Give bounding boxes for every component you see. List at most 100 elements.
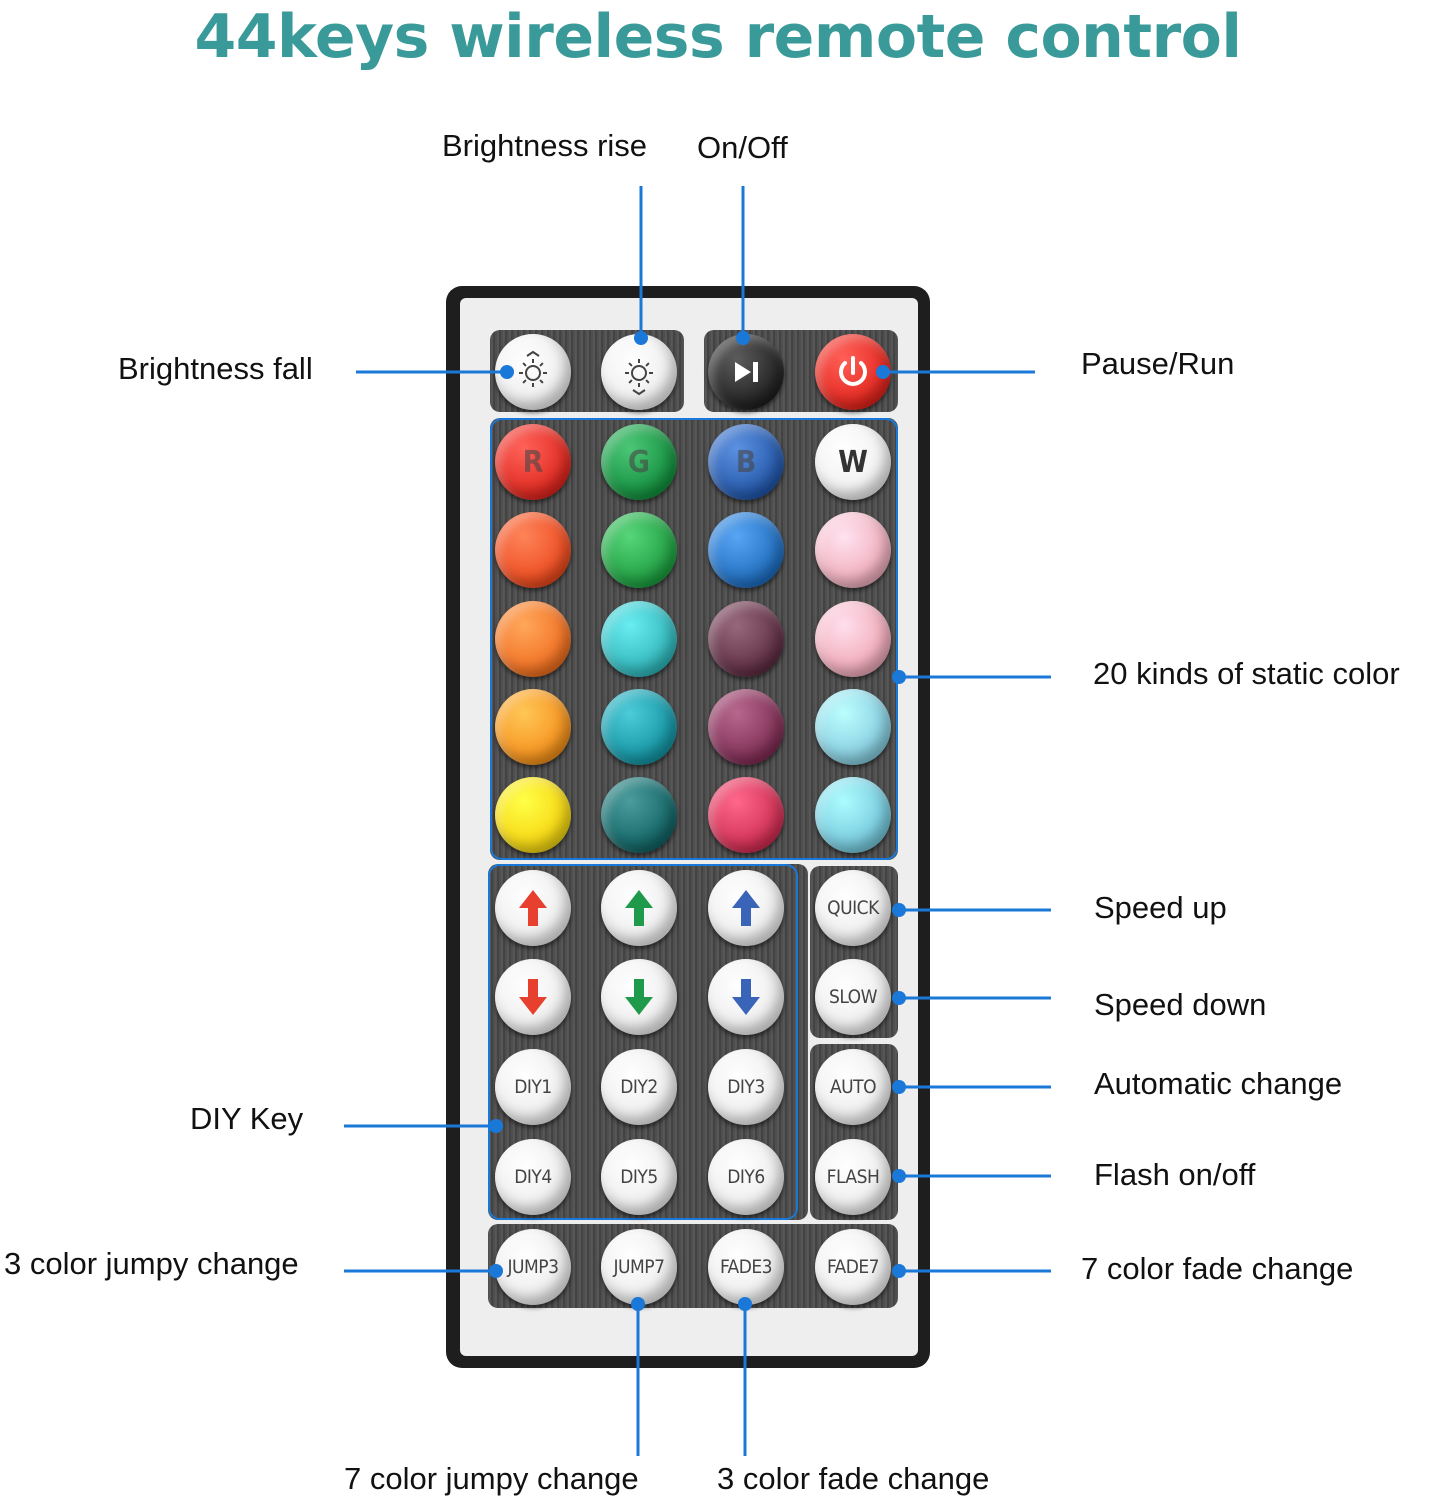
callout-fade3: 3 color fade change	[717, 1461, 990, 1496]
callout-on-off: On/Off	[697, 130, 788, 165]
color-button[interactable]: G	[601, 424, 677, 500]
arrow-up-icon	[509, 884, 557, 932]
color-button[interactable]	[601, 512, 677, 588]
static-color-outline	[490, 418, 898, 860]
leader-dot-jump7	[631, 1297, 645, 1311]
red-down-button[interactable]	[495, 959, 571, 1035]
sun-up-icon	[615, 348, 663, 396]
fade3-button[interactable]: FADE3	[708, 1229, 784, 1305]
blue-down-button[interactable]	[708, 959, 784, 1035]
button-label: DIY5	[620, 1166, 658, 1188]
leader-dot-automatic-change	[892, 1080, 906, 1094]
diy-button[interactable]: DIY5	[601, 1139, 677, 1215]
arrow-down-icon	[615, 973, 663, 1021]
button-label: AUTO	[829, 1076, 877, 1098]
leader-dot-fade7	[892, 1264, 906, 1278]
page-title: 44keys wireless remote control	[194, 2, 1242, 72]
brightness-up-button[interactable]	[601, 334, 677, 410]
leader-dot-speed-down	[892, 991, 906, 1005]
callout-speed-down: Speed down	[1094, 987, 1267, 1022]
callout-speed-up: Speed up	[1094, 890, 1227, 925]
red-up-button[interactable]	[495, 870, 571, 946]
jump3-button[interactable]: JUMP3	[495, 1229, 571, 1305]
diy-button[interactable]: DIY1	[495, 1049, 571, 1125]
color-button[interactable]: B	[708, 424, 784, 500]
color-button[interactable]	[815, 689, 891, 765]
color-button[interactable]	[601, 777, 677, 853]
color-button[interactable]: R	[495, 424, 571, 500]
callout-automatic-change: Automatic change	[1094, 1066, 1343, 1101]
sun-down-icon	[509, 348, 557, 396]
slow-button[interactable]: SLOW	[815, 959, 891, 1035]
button-label: SLOW	[828, 986, 878, 1008]
color-button[interactable]	[708, 689, 784, 765]
button-label: DIY3	[727, 1076, 765, 1098]
color-button[interactable]: W	[815, 424, 891, 500]
color-button[interactable]	[495, 689, 571, 765]
callout-jump7: 7 color jumpy change	[344, 1461, 639, 1496]
color-button[interactable]	[708, 777, 784, 853]
button-label: JUMP7	[613, 1256, 665, 1278]
diy-button[interactable]: DIY4	[495, 1139, 571, 1215]
color-button[interactable]	[815, 777, 891, 853]
callout-flash: Flash on/off	[1094, 1157, 1256, 1192]
arrow-down-icon	[722, 973, 770, 1021]
diy-button[interactable]: DIY2	[601, 1049, 677, 1125]
leader-dot-static-color	[892, 670, 906, 684]
button-label: DIY1	[514, 1076, 552, 1098]
jump7-button[interactable]: JUMP7	[601, 1229, 677, 1305]
green-up-button[interactable]	[601, 870, 677, 946]
leader-dot-brightness-fall	[500, 365, 514, 379]
color-button[interactable]	[601, 601, 677, 677]
leader-dot-jump3	[489, 1264, 503, 1278]
color-button[interactable]	[815, 601, 891, 677]
callout-fade7: 7 color fade change	[1081, 1251, 1354, 1286]
color-button[interactable]	[495, 512, 571, 588]
callout-jump3: 3 color jumpy change	[4, 1246, 299, 1281]
callout-diy-key: DIY Key	[190, 1101, 304, 1136]
leader-dot-pause-run	[876, 365, 890, 379]
callout-brightness-fall: Brightness fall	[118, 351, 313, 386]
auto-button[interactable]: AUTO	[815, 1049, 891, 1125]
color-button[interactable]	[708, 601, 784, 677]
color-button[interactable]	[708, 512, 784, 588]
color-button[interactable]	[815, 512, 891, 588]
green-down-button[interactable]	[601, 959, 677, 1035]
callout-brightness-rise: Brightness rise	[442, 128, 648, 163]
button-label: DIY4	[514, 1166, 552, 1188]
color-button-label: B	[735, 444, 757, 480]
callout-static-color: 20 kinds of static color	[1093, 656, 1400, 691]
arrow-up-icon	[722, 884, 770, 932]
color-button[interactable]	[495, 777, 571, 853]
diy-outline	[488, 864, 798, 1220]
leader-dot-diy-key	[489, 1119, 503, 1133]
flash-button[interactable]: FLASH	[815, 1139, 891, 1215]
button-label: JUMP3	[507, 1256, 559, 1278]
button-label: FLASH	[826, 1166, 880, 1188]
color-button[interactable]	[601, 689, 677, 765]
color-button-label: G	[627, 444, 651, 480]
leader-dot-speed-up	[892, 903, 906, 917]
arrow-up-icon	[615, 884, 663, 932]
fade7-button[interactable]: FADE7	[815, 1229, 891, 1305]
quick-button[interactable]: QUICK	[815, 870, 891, 946]
leader-dot-on-off	[736, 331, 750, 345]
diy-button[interactable]: DIY6	[708, 1139, 784, 1215]
play-pause-button[interactable]	[708, 334, 784, 410]
play-pause-icon	[722, 348, 770, 396]
button-label: FADE7	[826, 1256, 880, 1278]
leader-dot-brightness-rise	[634, 331, 648, 345]
button-label: QUICK	[827, 897, 879, 919]
blue-up-button[interactable]	[708, 870, 784, 946]
color-button-label: R	[522, 444, 544, 480]
button-label: FADE3	[719, 1256, 773, 1278]
color-button-label: W	[838, 444, 868, 480]
leader-dot-flash	[892, 1169, 906, 1183]
button-label: DIY2	[620, 1076, 658, 1098]
diy-button[interactable]: DIY3	[708, 1049, 784, 1125]
button-label: DIY6	[727, 1166, 765, 1188]
color-button[interactable]	[495, 601, 571, 677]
leader-dot-fade3	[738, 1297, 752, 1311]
arrow-down-icon	[509, 973, 557, 1021]
